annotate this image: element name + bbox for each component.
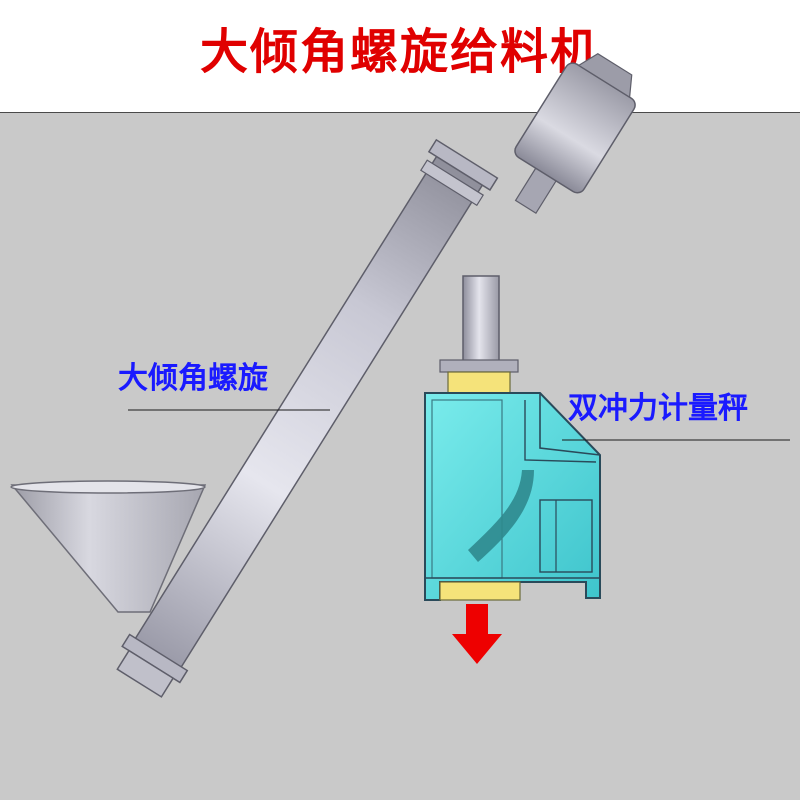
- discharge-pipe: [439, 275, 519, 395]
- arrow-down-icon: [452, 604, 502, 664]
- drive-motor: [514, 53, 636, 214]
- impulse-scale: [424, 392, 601, 601]
- impact-chute: [468, 470, 534, 562]
- figure-title: 大倾角螺旋给料机: [199, 24, 600, 80]
- screw-label: 大倾角螺旋: [118, 361, 268, 396]
- scale-label: 双冲力计量秤: [568, 391, 748, 426]
- outlet-flange: [439, 581, 521, 601]
- feed-hopper: [10, 480, 207, 613]
- inlet-flange: [447, 371, 511, 395]
